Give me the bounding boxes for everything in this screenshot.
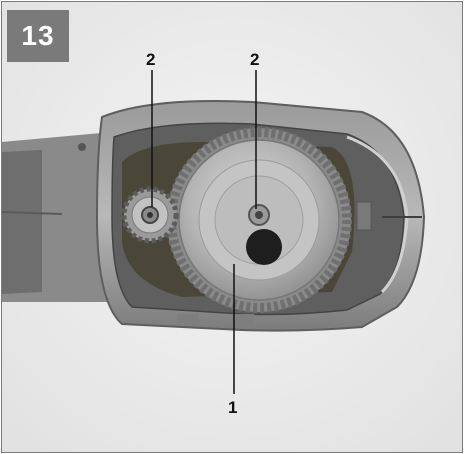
callout-gear-left: 2: [146, 50, 156, 69]
callout-large-gear: 1: [228, 398, 238, 417]
figure-number-badge: 13: [7, 10, 69, 62]
callout-gear-center: 2: [250, 50, 260, 69]
pinion-gear: [121, 186, 179, 244]
large-gear: [166, 127, 352, 313]
tool-handle: [2, 132, 122, 302]
